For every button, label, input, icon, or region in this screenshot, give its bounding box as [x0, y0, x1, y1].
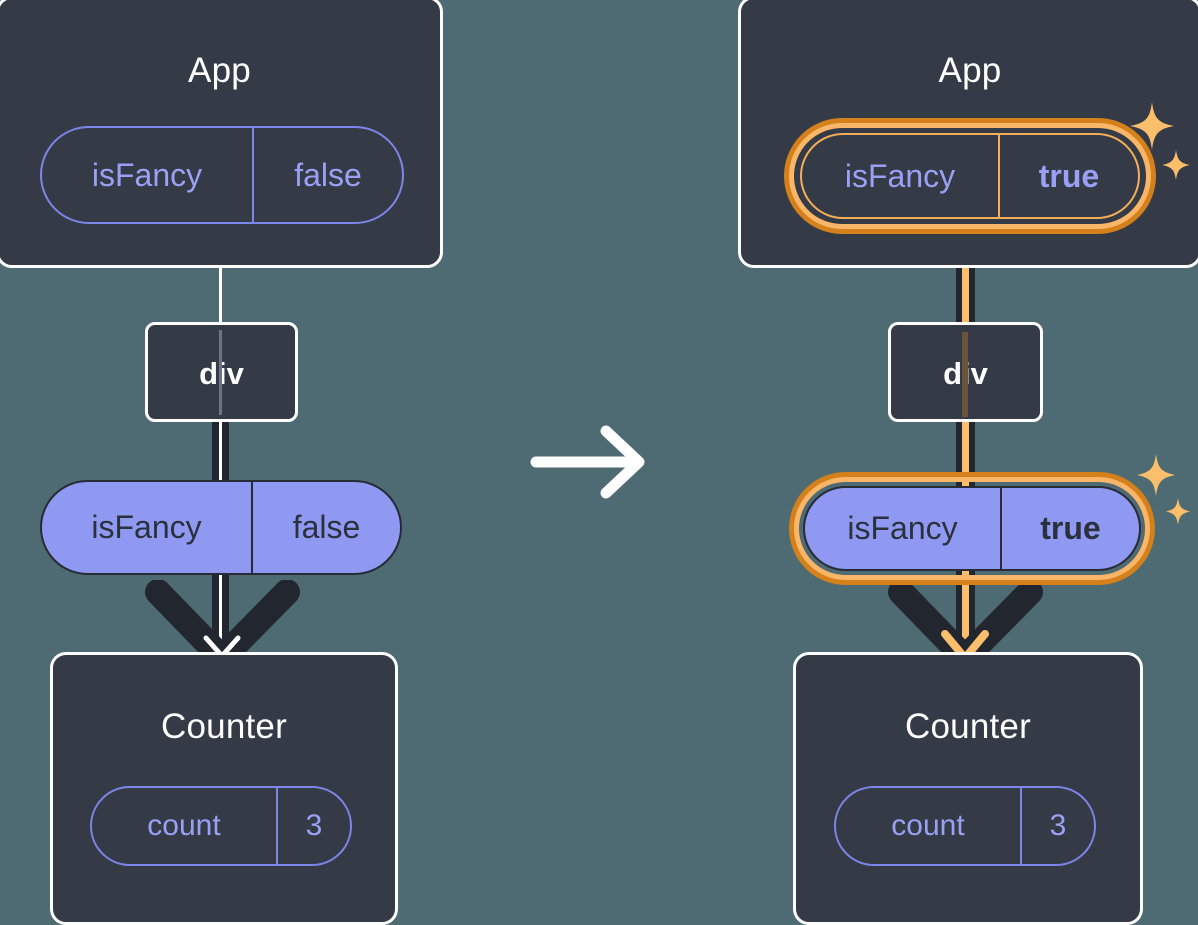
counter-card-title: Counter — [161, 707, 287, 746]
app-state-highlight-ring-inner — [789, 123, 1151, 229]
edge-through-div — [219, 330, 222, 415]
counter-state-value: 3 — [276, 788, 350, 864]
app-state-pill-after: isFancy true — [800, 133, 1140, 219]
props-pill-after: isFancy true — [803, 486, 1141, 571]
edge-app-to-div-core-after — [962, 222, 969, 332]
counter-state-pill-after: count 3 — [834, 786, 1096, 866]
counter-state-value-after: 3 — [1020, 788, 1094, 864]
app-card-title-after: App — [938, 51, 1002, 90]
app-state-value: false — [252, 128, 402, 222]
app-state-value-after: true — [998, 135, 1138, 217]
counter-state-key-after: count — [891, 809, 965, 842]
sparkle-large-icon — [1137, 454, 1175, 496]
props-key-after: isFancy — [847, 510, 958, 546]
edge-div-to-props-core — [219, 416, 222, 494]
transition-arrow-icon — [528, 422, 652, 502]
sparkle-icons-app — [1124, 98, 1196, 190]
edge-app-to-div — [219, 215, 222, 330]
edge-props-to-counter-core — [219, 556, 222, 651]
edge-through-div-after — [962, 332, 968, 417]
app-state-pill: isFancy false — [40, 126, 404, 224]
counter-state-key: count — [147, 809, 221, 842]
props-pill: isFancy false — [40, 480, 402, 575]
app-card-title: App — [188, 51, 251, 90]
edge-props-to-counter-core-after — [962, 556, 969, 654]
props-value-after: true — [1000, 488, 1139, 569]
counter-state-pill: count 3 — [90, 786, 352, 866]
props-key: isFancy — [91, 509, 202, 545]
sparkle-small-icon — [1166, 498, 1190, 525]
app-state-key: isFancy — [91, 156, 203, 193]
sparkle-small-icon — [1162, 150, 1190, 180]
counter-card-title-after: Counter — [905, 707, 1031, 746]
props-highlight-ring-inner — [794, 477, 1150, 580]
sparkle-icons-props — [1132, 450, 1196, 532]
edge-div-to-props-core-after — [962, 416, 969, 494]
sparkle-large-icon — [1130, 102, 1174, 150]
app-state-key-after: isFancy — [844, 157, 956, 194]
props-value: false — [251, 482, 400, 573]
